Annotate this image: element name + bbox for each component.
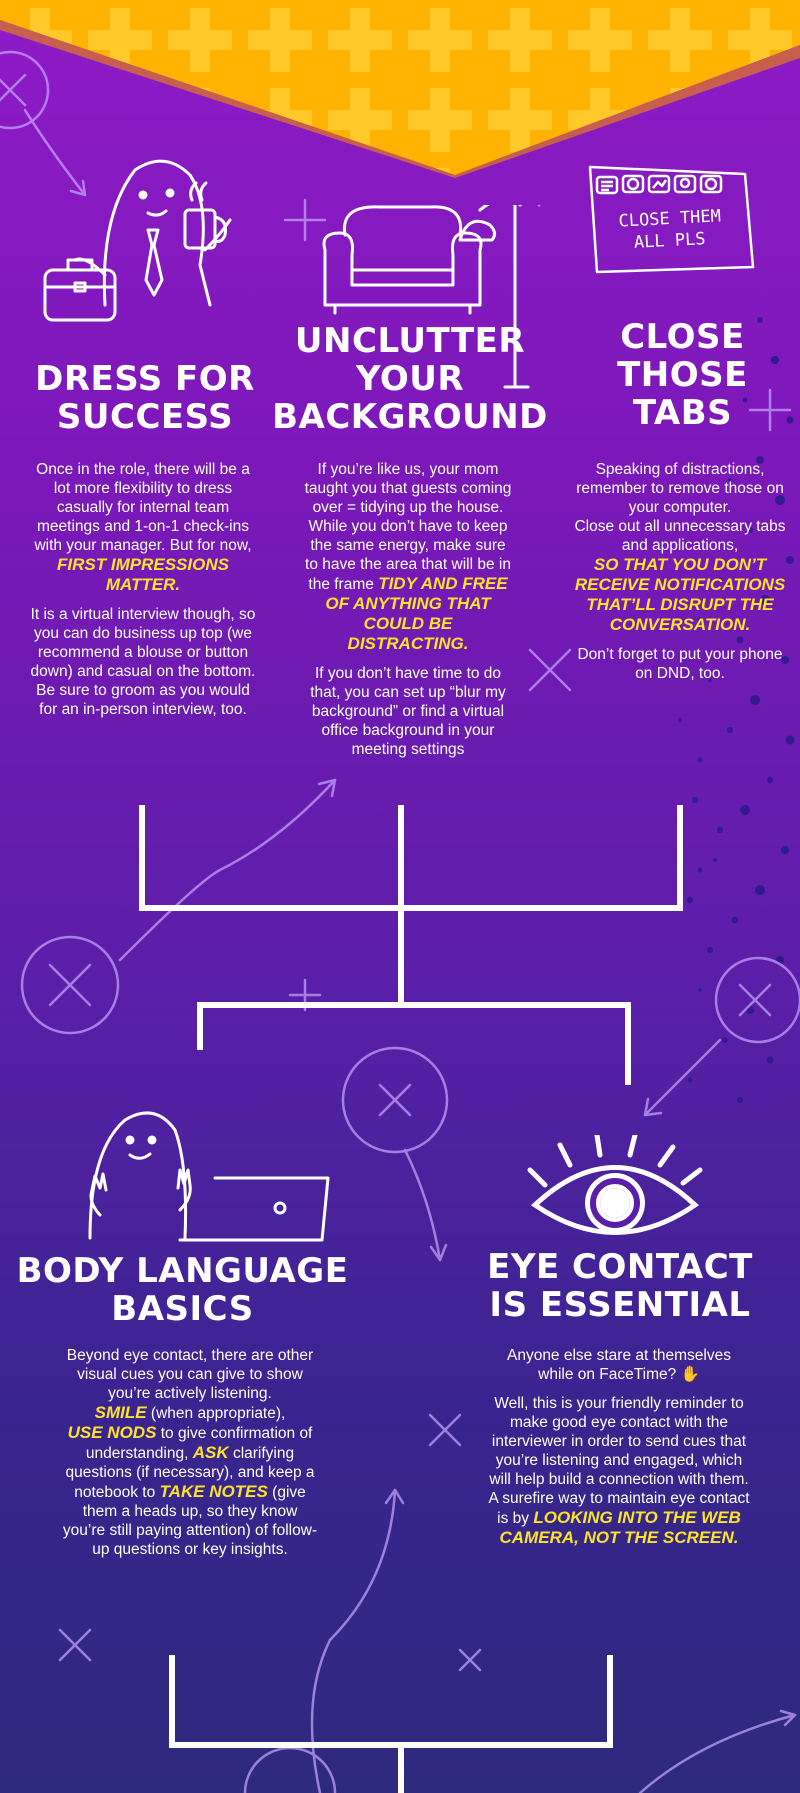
tabs-note-illustration: CLOSE THEM ALL PLS (588, 165, 755, 274)
top-banner (0, 0, 800, 175)
tabs-highlight: SO THAT YOU DON’T RECEIVE NOTIFICATIONS … (574, 555, 786, 634)
tabs-body: Speaking of distractions, remember to re… (570, 460, 790, 683)
body-ask: ASK (192, 1443, 229, 1462)
armchair-lamp-illustration (322, 205, 540, 389)
body-p1: Beyond eye contact, there are other visu… (66, 1347, 314, 1402)
background-p1: If you’re like us, your mom taught you t… (304, 461, 512, 516)
tabs-p1: Speaking of distractions, remember to re… (576, 461, 784, 516)
body-smile-text: (when appropriate), (150, 1405, 286, 1422)
note-line-2: ALL PLS (633, 229, 706, 253)
dress-title: DRESS FOR SUCCESS (35, 359, 255, 437)
eye-illustration (527, 1135, 703, 1235)
dress-highlight: FIRST IMPRESSIONS MATTER. (57, 555, 229, 594)
background-p2: While you don’t have to keep the same en… (305, 518, 511, 593)
note-line-1: CLOSE THEM (618, 206, 721, 231)
background-highlight: TIDY AND FREE OF ANYTHING THAT COULD BE … (325, 574, 508, 653)
body-language-illustration (88, 1111, 330, 1242)
dress-body: Once in the role, there will be a lot mo… (28, 460, 258, 719)
eye-p1: Anyone else stare at themselves while on… (506, 1347, 731, 1383)
background-title: UNCLUTTER YOUR BACKGROUND (272, 321, 548, 437)
tabs-title: CLOSE THOSE TABS (617, 317, 748, 433)
eye-highlight: LOOKING INTO THE WEB CAMERA, NOT THE SCR… (499, 1508, 741, 1547)
body-ask-text: clarifying questions (if necessary), and… (65, 1445, 315, 1501)
connector-middle (197, 1002, 631, 1085)
body-smile: SMILE (94, 1403, 147, 1422)
dress-p1: Once in the role, there will be a lot mo… (34, 461, 252, 554)
body-notes: TAKE NOTES (159, 1482, 268, 1501)
body-nods-text: to give confirmation of understanding, (85, 1425, 313, 1462)
eye-p2: Well, this is your friendly reminder to … (488, 1395, 750, 1527)
eye-body: Anyone else stare at themselves while on… (488, 1346, 750, 1548)
dress-illustration (43, 159, 232, 322)
connector-bottom (169, 1655, 613, 1748)
dress-p2: It is a virtual interview though, so you… (30, 606, 256, 718)
background-body: If you’re like us, your mom taught you t… (302, 460, 514, 759)
body-title: BODY LANGUAGE BASICS (16, 1251, 349, 1329)
eye-title: EYE CONTACT IS ESSENTIAL (487, 1247, 753, 1325)
tabs-p2: Close out all unnecessary tabs and appli… (574, 518, 786, 554)
connector-top (139, 805, 683, 911)
tabs-p3: Don’t forget to put your phone on DND, t… (577, 646, 783, 682)
body-notes-text: (give them a heads up, so they know you’… (62, 1484, 318, 1558)
body-nods: USE NODS (67, 1423, 157, 1442)
background-p3: If you don’t have time to do that, you c… (310, 665, 506, 758)
body-body: Beyond eye contact, there are other visu… (60, 1346, 320, 1559)
